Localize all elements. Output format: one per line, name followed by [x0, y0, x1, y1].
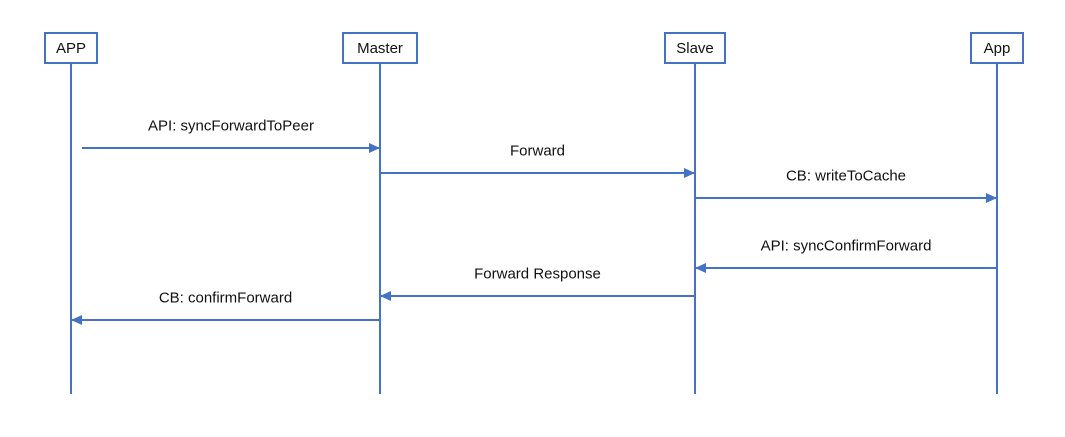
- message-label: CB: writeToCache: [785, 167, 907, 185]
- arrowhead-icon: [71, 315, 82, 325]
- actor-box-app: APP: [44, 32, 98, 64]
- arrowhead-icon: [695, 263, 706, 273]
- message-arrow-line: [71, 319, 380, 321]
- arrowhead-icon: [684, 168, 695, 178]
- message-arrow-line: [695, 197, 997, 199]
- lifeline-app: [996, 63, 998, 394]
- lifeline-app: [70, 63, 72, 394]
- arrowhead-icon: [369, 143, 380, 153]
- message-label: Forward: [509, 142, 566, 160]
- arrowhead-icon: [380, 291, 391, 301]
- message-label: CB: confirmForward: [158, 289, 293, 307]
- actor-box-slave: Slave: [664, 32, 726, 64]
- message-arrow-line: [380, 295, 695, 297]
- message-arrow-line: [380, 172, 695, 174]
- message-arrow-line: [695, 267, 997, 269]
- actor-box-app: App: [970, 32, 1024, 64]
- arrowhead-icon: [986, 193, 997, 203]
- actor-box-master: Master: [342, 32, 418, 64]
- message-label: Forward Response: [474, 265, 601, 283]
- message-label: API: syncConfirmForward: [760, 237, 932, 255]
- actor-label: App: [983, 39, 1011, 57]
- message-arrow-line: [82, 147, 380, 149]
- actor-label: Master: [357, 39, 403, 57]
- actor-label: APP: [55, 39, 86, 57]
- lifeline-master: [379, 63, 381, 394]
- message-label: API: syncForwardToPeer: [148, 117, 314, 135]
- actor-label: Slave: [676, 39, 714, 57]
- lifeline-slave: [694, 63, 696, 394]
